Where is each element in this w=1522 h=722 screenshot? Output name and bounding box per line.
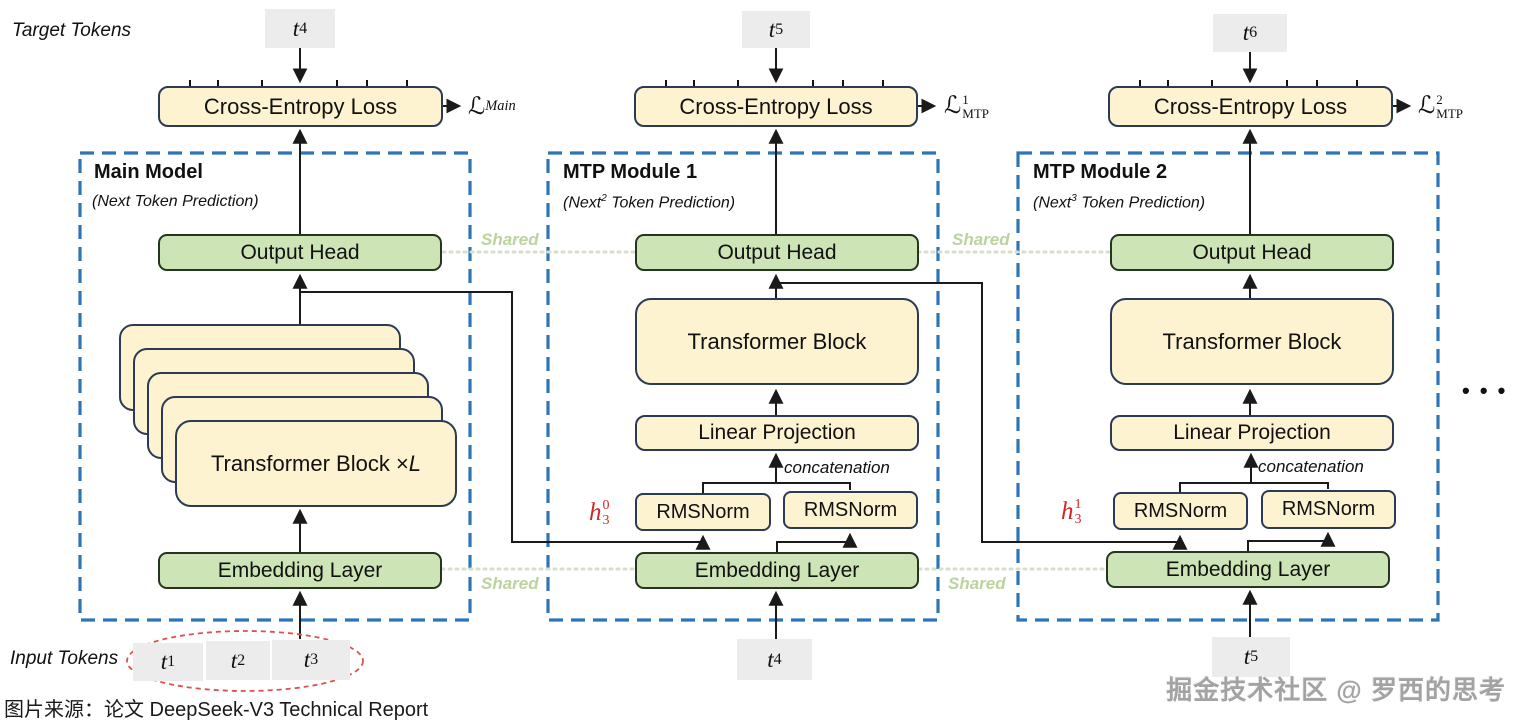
rmsnorm-left-mtp2: RMSNorm xyxy=(1113,492,1248,530)
mtp-module-1-border xyxy=(546,151,940,622)
input-tokens-label: Input Tokens xyxy=(10,648,119,669)
module-dashed-borders xyxy=(78,151,1440,622)
rmsnorm-left-mtp1: RMSNorm xyxy=(635,493,771,531)
shared-label-top-1: Shared xyxy=(481,230,539,249)
embedding-layer-mtp1: Embedding Layer xyxy=(635,552,919,589)
mtp-module-2-border xyxy=(1016,151,1440,622)
mtp1-subtitle: (Next2 Token Prediction) xyxy=(563,193,736,212)
image-source-caption: 图片来源：论文 DeepSeek-V3 Technical Report xyxy=(4,699,429,721)
main-model-border xyxy=(78,151,472,622)
embedding-layer-mtp2: Embedding Layer xyxy=(1106,551,1390,588)
mtp2-title: MTP Module 2 xyxy=(1033,161,1168,183)
flow-arrows xyxy=(292,48,1412,639)
linear-projection-mtp1: Linear Projection xyxy=(635,415,919,451)
shared-dotted-links xyxy=(440,250,1112,571)
output-head-main: Output Head xyxy=(158,234,442,271)
concatenation-label-mtp2: concatenation xyxy=(1258,457,1364,476)
cross-entropy-loss-mtp1: Cross-Entropy Loss xyxy=(634,86,918,127)
rmsnorm-right-mtp2: RMSNorm xyxy=(1261,490,1396,529)
transformer-block-mtp2: Transformer Block xyxy=(1110,298,1394,385)
target-tokens-label: Target Tokens xyxy=(12,20,132,41)
mtp1-title: MTP Module 1 xyxy=(563,161,698,183)
shared-label-top-2: Shared xyxy=(952,230,1010,249)
mtp2-subtitle: (Next3 Token Prediction) xyxy=(1033,193,1206,212)
output-head-mtp2: Output Head xyxy=(1110,234,1394,271)
transformer-block-mtp1: Transformer Block xyxy=(635,298,919,385)
linear-projection-mtp2: Linear Projection xyxy=(1110,415,1394,451)
embedding-layer-main: Embedding Layer xyxy=(158,552,442,589)
shared-label-bottom-2: Shared xyxy=(948,574,1006,593)
main-model-subtitle: (Next Token Prediction) xyxy=(92,193,259,210)
rmsnorm-right-mtp1: RMSNorm xyxy=(783,491,918,529)
continuation-ellipsis: • • • xyxy=(1462,378,1508,403)
concatenation-label-mtp1: concatenation xyxy=(784,458,890,477)
cross-entropy-loss-main: Cross-Entropy Loss xyxy=(158,86,443,127)
watermark: 掘金技术社区 @ 罗西的思考 xyxy=(1166,675,1506,705)
main-model-title: Main Model xyxy=(94,161,203,183)
shared-label-bottom-1: Shared xyxy=(481,574,539,593)
vocab-tick-marks xyxy=(189,80,1358,86)
input-tokens-ellipse xyxy=(126,630,364,692)
transformer-block-stack: Transformer Block × L xyxy=(175,420,457,507)
output-head-mtp1: Output Head xyxy=(635,234,919,271)
cross-entropy-loss-mtp2: Cross-Entropy Loss xyxy=(1108,86,1393,127)
